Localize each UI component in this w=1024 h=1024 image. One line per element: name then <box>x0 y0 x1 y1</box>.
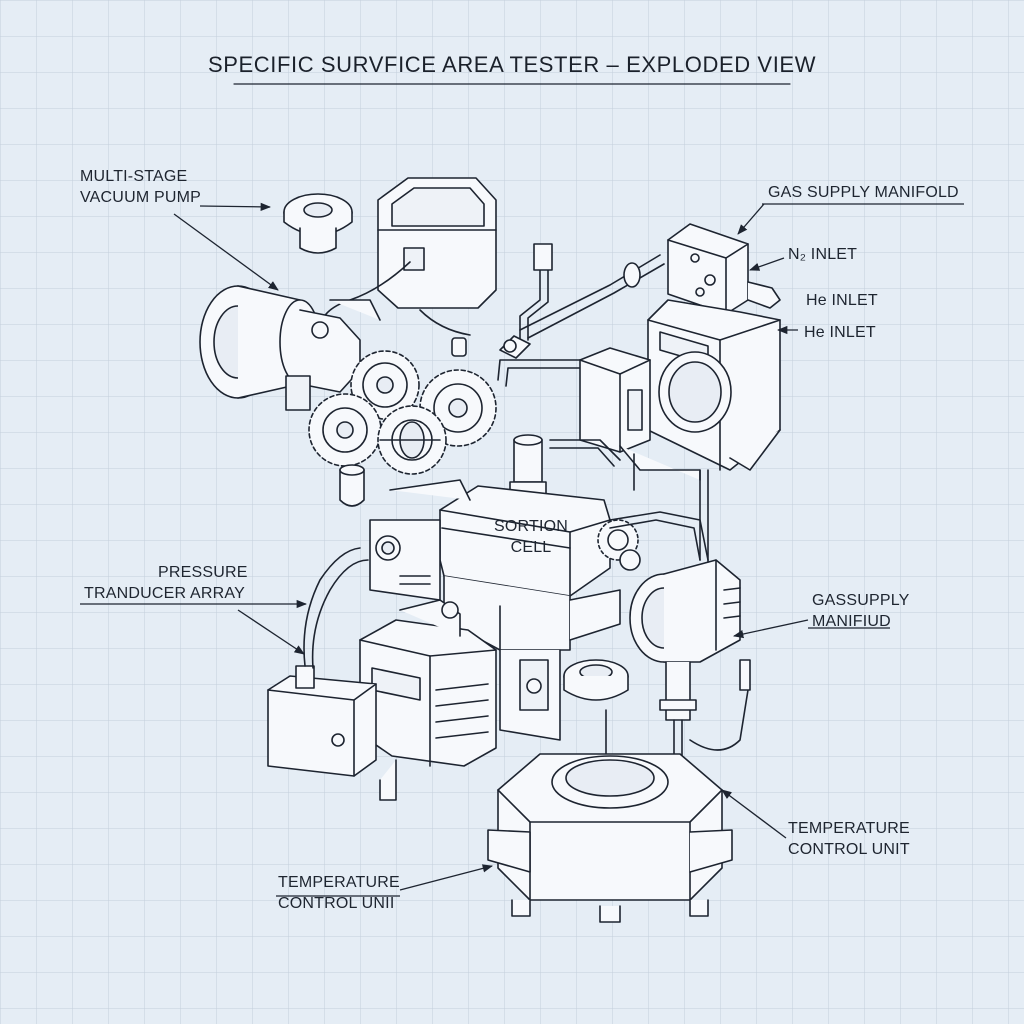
pressure-hose <box>303 547 361 667</box>
control-box <box>579 347 701 491</box>
temperature-control-base <box>487 753 733 923</box>
label-gassupply-manifiud: GASSUPPLY MANIFIUD <box>812 590 910 632</box>
sample-chamber <box>647 299 781 471</box>
small-gear <box>597 519 641 571</box>
gear-assembly <box>308 350 497 475</box>
label-he-inlet-2: He INLET <box>804 324 876 341</box>
lower-housing <box>443 575 621 741</box>
sortion-cell-body <box>439 485 611 597</box>
label-he-inlet-1: He INLET <box>806 292 878 309</box>
pressure-hose-2 <box>311 559 369 669</box>
label-temp-right-line1: TEMPERATURE <box>788 820 910 837</box>
right-pipes <box>609 469 709 563</box>
leader-n2 <box>749 257 785 271</box>
leader-pressure-b <box>237 609 305 655</box>
vacuum-pump-motor <box>199 285 381 411</box>
support-shaft <box>659 659 751 791</box>
label-sortion-cell: SORTION CELL <box>476 516 586 558</box>
label-sortion-cell-line2: CELL <box>510 539 552 556</box>
label-temp-right-line2: CONTROL UNIT <box>788 841 910 858</box>
label-gassupply-line2: MANIFIUD <box>812 613 891 630</box>
label-temp-left-line2: CONTROL UNII <box>278 895 395 912</box>
leader-temp-right <box>721 789 787 839</box>
pressure-transducer-module <box>267 665 397 801</box>
label-vacuum-pump-line2: VACUUM PUMP <box>80 189 202 206</box>
label-temperature-control-right: TEMPERATURE CONTROL UNIT <box>788 818 910 860</box>
label-gas-supply-manifold: GAS SUPPLY MANIFOLD <box>768 184 959 201</box>
label-sortion-cell-line1: SORTION <box>493 518 568 535</box>
sample-holder <box>563 659 629 781</box>
label-pressure-line1: PRESSURE <box>158 564 248 581</box>
top-housing <box>377 177 497 309</box>
leader-manifold <box>737 203 765 235</box>
label-gassupply-line1: GASSUPPLY <box>812 592 910 609</box>
label-temperature-control-left: TEMPERATURE CONTROL UNII <box>278 872 400 914</box>
motor-block <box>359 599 497 767</box>
label-n2-inlet: N₂ INLET <box>788 246 858 263</box>
piping <box>419 243 665 387</box>
label-vacuum-pump-line1: MULTI-STAGE <box>80 168 188 185</box>
label-pressure-line2: TRANDUCER ARRAY <box>84 585 245 602</box>
fitting-block <box>369 479 471 601</box>
label-vacuum-pump: MULTI-STAGE VACUUM PUMP <box>80 166 201 208</box>
leader-temp-left <box>399 864 494 891</box>
flange-part <box>283 193 353 254</box>
leader-vacuum-b <box>173 213 279 291</box>
label-pressure-transducer: PRESSURE TRANDUCER ARRAY <box>84 562 248 604</box>
gas-manifold-block <box>667 223 781 315</box>
leader-gassupply <box>732 619 809 639</box>
leader-vacuum-a <box>199 202 272 212</box>
diagram-title: SPECIFIC SURVFICE AREA TESTER – EXPLODED… <box>207 52 817 77</box>
manifold-motor <box>629 559 741 663</box>
coupler-part <box>339 337 467 507</box>
label-temp-left-line1: TEMPERATURE <box>278 874 400 891</box>
